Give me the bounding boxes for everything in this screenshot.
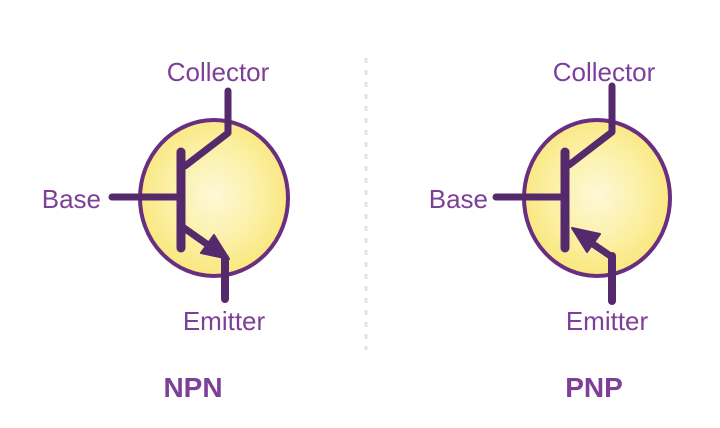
npn-collector-label: Collector (167, 57, 270, 87)
npn-base-label: Base (42, 184, 101, 214)
pnp-collector-label: Collector (553, 57, 656, 87)
npn-emitter-arrow-icon (200, 234, 230, 260)
npn-collector-lead (181, 87, 232, 170)
npn-symbol: Collector Base Emitter NPN (42, 57, 290, 403)
pnp-emitter-label: Emitter (566, 306, 649, 336)
pnp-symbol: Collector Base Emitter PNP (429, 57, 672, 403)
pnp-base-label: Base (429, 184, 488, 214)
pnp-caption: PNP (565, 372, 623, 403)
pnp-collector-lead (565, 82, 616, 169)
npn-caption: NPN (163, 372, 222, 403)
npn-emitter-label: Emitter (183, 306, 266, 336)
